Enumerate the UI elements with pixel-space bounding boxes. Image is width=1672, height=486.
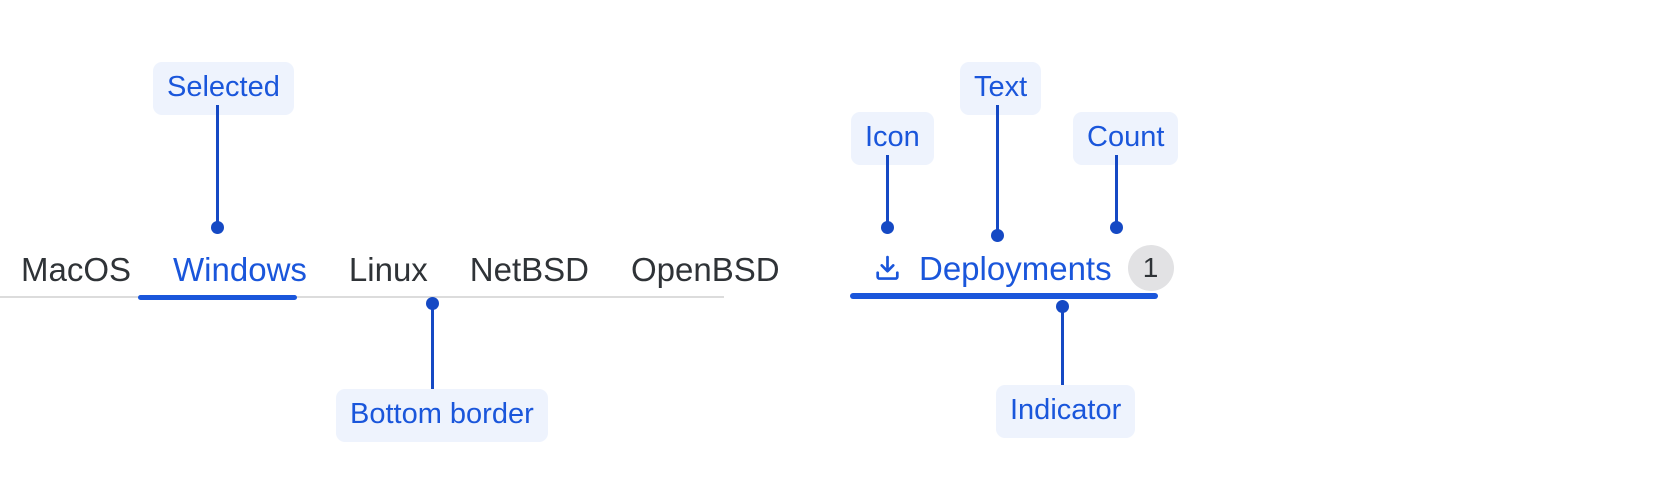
tab-deployments[interactable]: Deployments 1 <box>850 243 1174 293</box>
leader-line-icon <box>886 155 889 228</box>
tab-deployments-label: Deployments <box>919 249 1112 287</box>
leader-dot-count <box>1110 221 1123 234</box>
leader-line-selected <box>216 105 219 228</box>
tab-openbsd-label: OpenBSD <box>631 251 780 288</box>
callout-bottom-border: Bottom border <box>336 389 548 442</box>
leader-line-indicator <box>1061 306 1064 386</box>
callout-count: Count <box>1073 112 1179 165</box>
callout-selected: Selected <box>153 62 294 115</box>
tab-netbsd-label: NetBSD <box>469 251 590 288</box>
callout-icon: Icon <box>851 112 934 165</box>
tab-list-os: MacOS Windows Linux NetBSD OpenBSD <box>0 243 801 296</box>
callout-indicator: Indicator <box>996 385 1136 438</box>
leader-line-count <box>1115 155 1118 228</box>
tab-selected-indicator-windows <box>138 295 297 300</box>
tab-macos-label: MacOS <box>21 251 132 288</box>
tab-strip-deployments: Deployments 1 <box>850 243 1174 301</box>
leader-dot-icon <box>881 221 894 234</box>
tab-strip-bottom-border <box>0 296 724 298</box>
tab-strip-os: MacOS Windows Linux NetBSD OpenBSD <box>0 243 780 301</box>
leader-dot-selected <box>211 221 224 234</box>
leader-line-bottom-border <box>431 303 434 390</box>
download-icon <box>872 253 903 284</box>
callout-text: Text <box>960 62 1042 115</box>
tab-windows-label: Windows <box>173 251 307 288</box>
leader-line-text <box>996 105 999 235</box>
tab-openbsd[interactable]: OpenBSD <box>610 253 801 286</box>
tab-selected-indicator-deployments <box>850 293 1158 299</box>
leader-dot-text <box>991 229 1004 242</box>
tab-macos[interactable]: MacOS <box>0 253 152 286</box>
tab-linux-label: Linux <box>348 251 428 288</box>
tab-linux[interactable]: Linux <box>328 253 449 286</box>
tab-netbsd[interactable]: NetBSD <box>449 253 610 286</box>
tab-deployments-count-badge: 1 <box>1127 245 1174 291</box>
tab-windows[interactable]: Windows <box>152 253 328 286</box>
